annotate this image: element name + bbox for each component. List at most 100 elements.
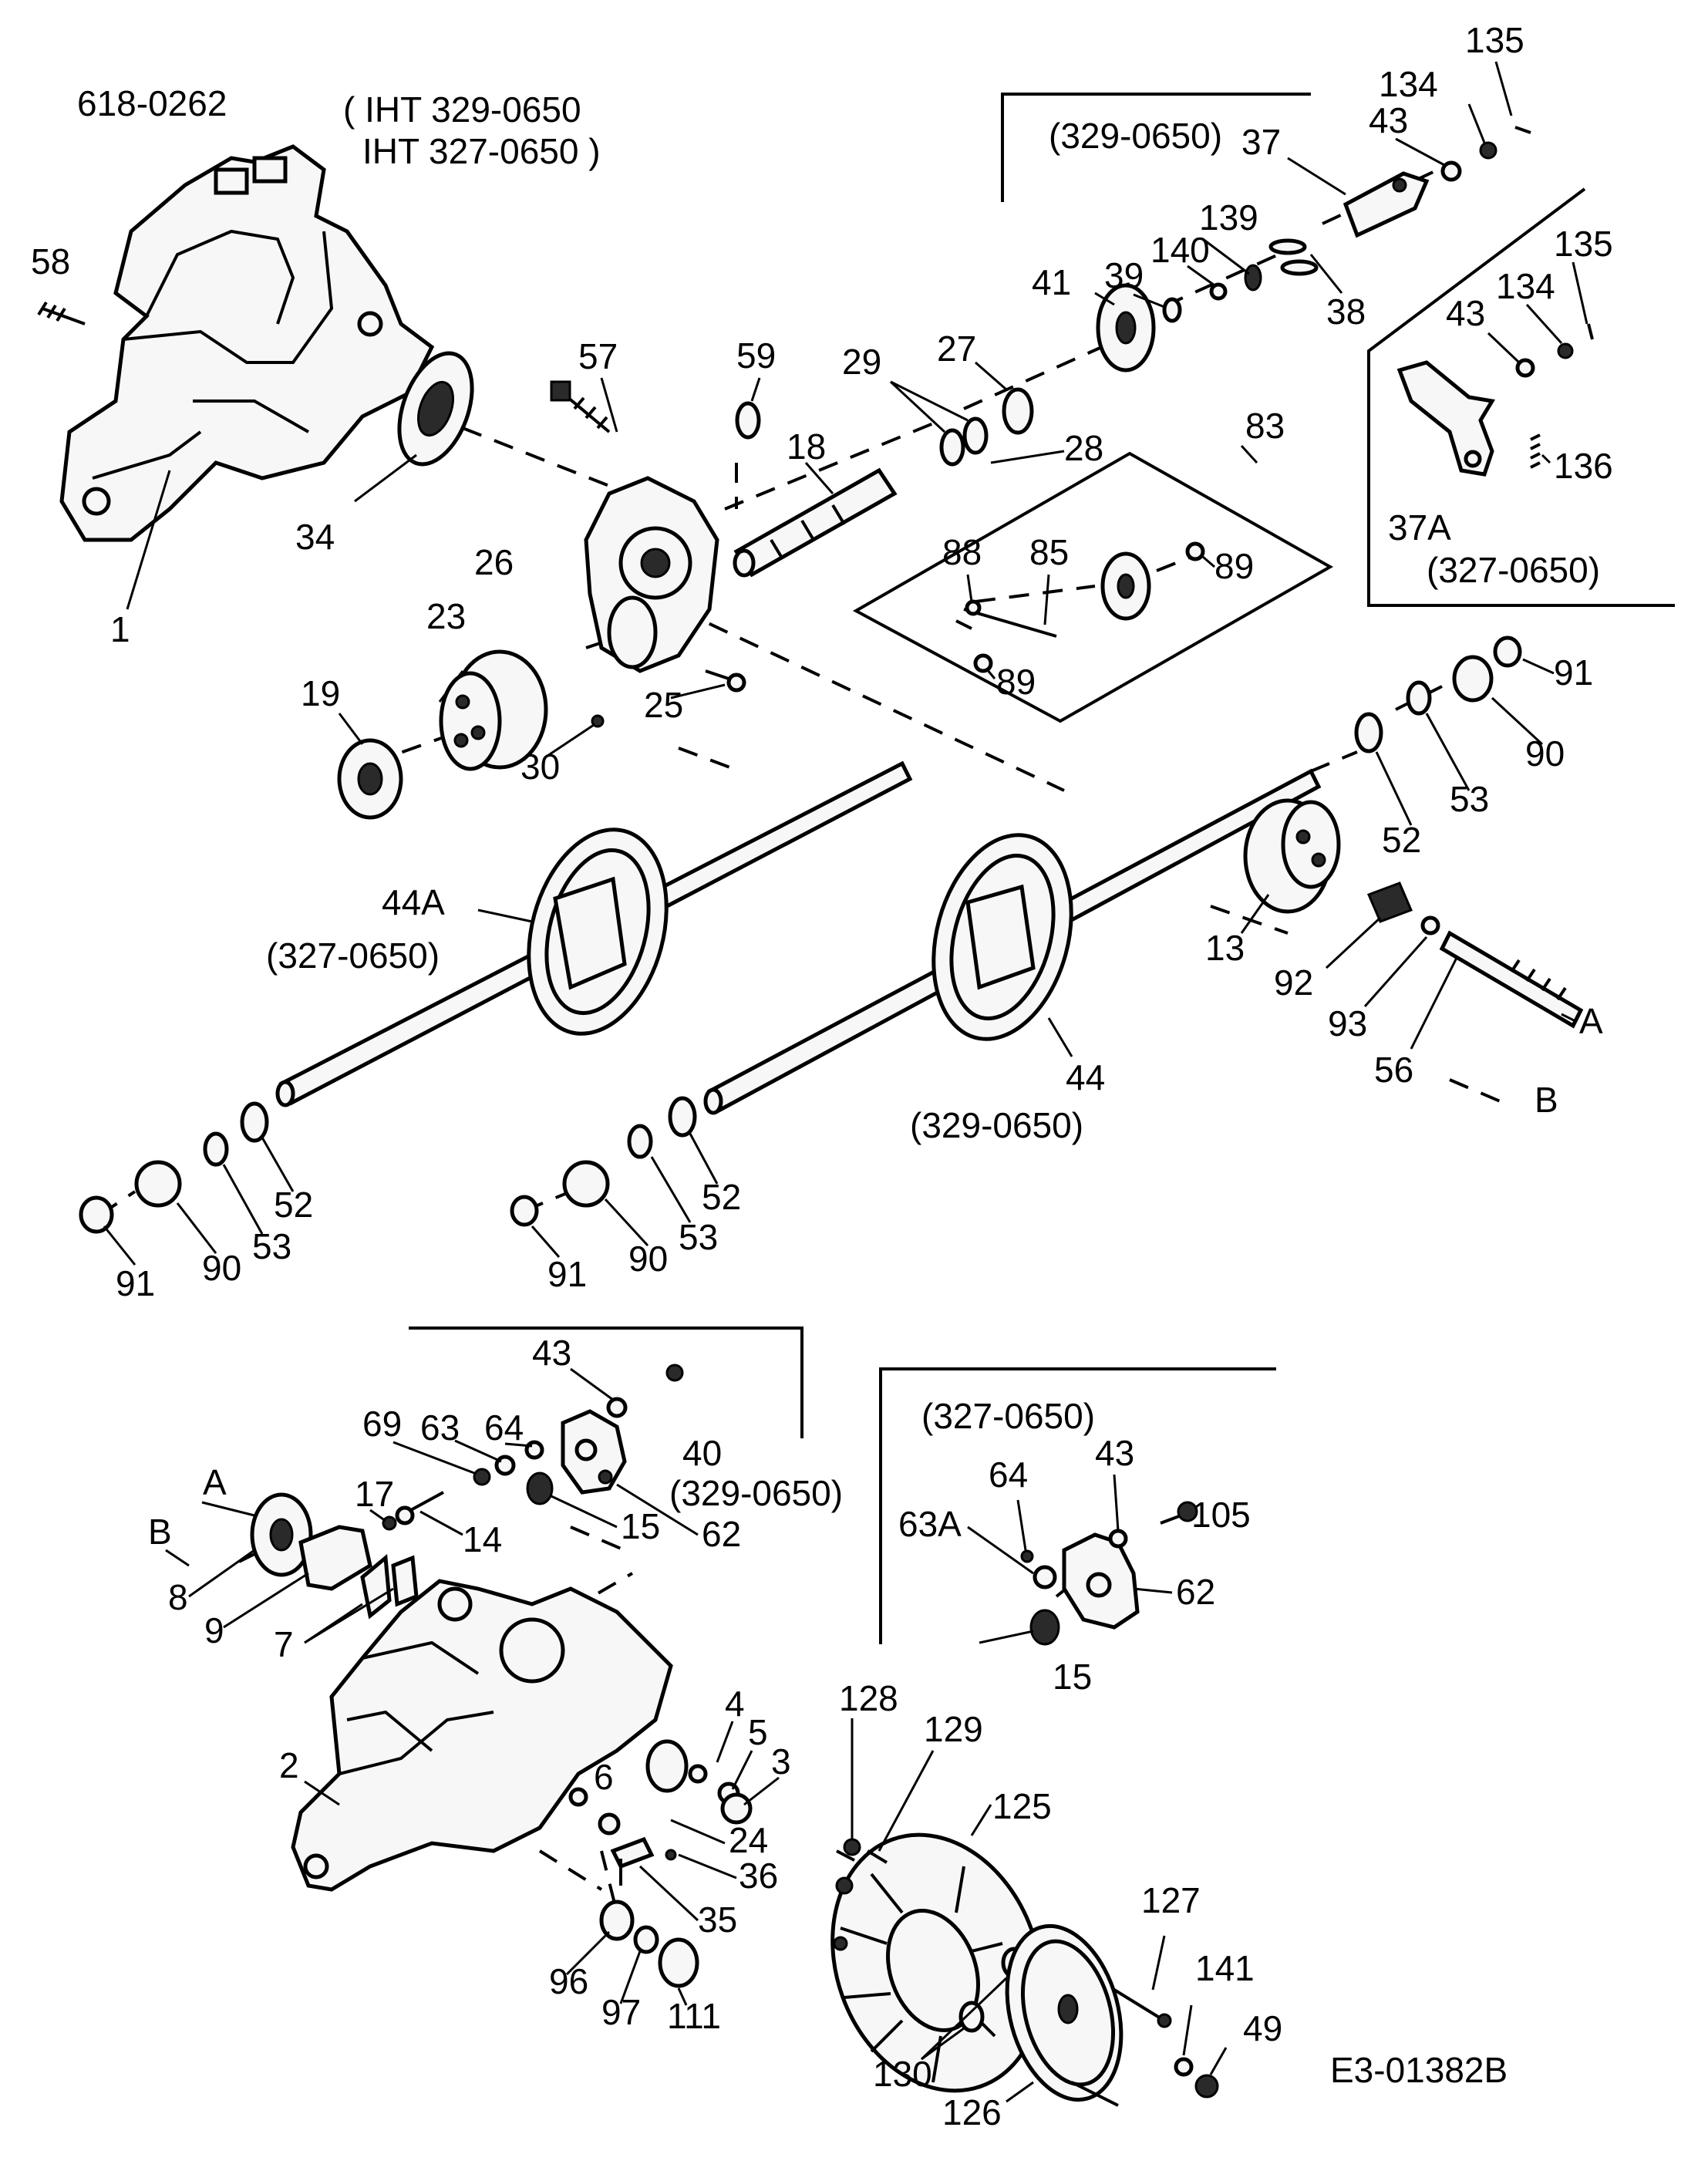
label-105: 105 xyxy=(1191,1495,1251,1535)
variant-box-lower: (329-0650) xyxy=(409,1327,843,1513)
model-number: 618-0262 xyxy=(77,83,227,123)
label-24: 24 xyxy=(729,1820,768,1860)
label-1: 1 xyxy=(110,609,130,649)
label-40: 40 xyxy=(682,1433,722,1473)
label-27: 27 xyxy=(937,329,976,369)
label-36: 36 xyxy=(739,1856,778,1896)
label-135-right: 135 xyxy=(1554,224,1613,264)
label-23: 23 xyxy=(426,596,466,636)
arm-35-36 xyxy=(610,1836,677,1886)
part-labels: 1 2 3 4 5 6 7 8 9 13 14 15 15 17 18 19 2… xyxy=(31,20,1613,2132)
figure-code: E3-01382B xyxy=(1330,2050,1508,2090)
pins-38 xyxy=(1268,238,1343,294)
label-134-top: 134 xyxy=(1379,64,1438,104)
label-89-b: 89 xyxy=(996,662,1036,702)
label-14: 14 xyxy=(463,1519,502,1559)
gear-41 xyxy=(1094,283,1156,373)
gear-4-6 xyxy=(568,1739,753,1836)
axle-44a-variant: (327-0650) xyxy=(266,935,440,976)
label-52-b: 52 xyxy=(702,1177,741,1217)
label-43-top: 43 xyxy=(1369,100,1408,140)
spring-136 xyxy=(1530,433,1541,469)
gear-8 xyxy=(250,1492,313,1577)
fan-125 xyxy=(830,1832,1043,2093)
label-126: 126 xyxy=(942,2092,1002,2132)
label-44a: 44A xyxy=(382,882,445,922)
label-19: 19 xyxy=(301,673,340,713)
lever-62-right xyxy=(1062,1532,1140,1630)
label-90-right: 90 xyxy=(1525,733,1565,774)
label-37a: 37A xyxy=(1388,507,1451,548)
shaft-56 xyxy=(1439,930,1584,1029)
label-91-right: 91 xyxy=(1554,652,1593,693)
label-64-right: 64 xyxy=(989,1455,1028,1495)
nut-69 xyxy=(473,1468,491,1486)
label-111: 111 xyxy=(667,1996,721,2036)
label-63: 63 xyxy=(420,1407,460,1448)
axle-44-variant: (329-0650) xyxy=(910,1105,1083,1145)
label-38: 38 xyxy=(1326,292,1366,332)
label-53-right: 53 xyxy=(1450,779,1489,819)
bearing-15-right xyxy=(979,1609,1060,1646)
label-15-right: 15 xyxy=(1053,1657,1092,1697)
nut-40 xyxy=(665,1364,684,1382)
label-29: 29 xyxy=(842,342,881,382)
washer-63a xyxy=(1033,1565,1057,1589)
label-134-right: 134 xyxy=(1496,266,1555,306)
forks-7 xyxy=(304,1554,419,1644)
axle-44 xyxy=(703,768,1322,1115)
label-135-top: 135 xyxy=(1465,20,1524,60)
label-4: 4 xyxy=(725,1684,745,1724)
label-26: 26 xyxy=(474,542,514,582)
label-35: 35 xyxy=(698,1900,737,1940)
label-127: 127 xyxy=(1141,1880,1201,1920)
ring-gear-34 xyxy=(354,351,474,503)
variant-box-lower-right: (327-0650) xyxy=(879,1367,1276,1644)
label-125: 125 xyxy=(992,1786,1052,1826)
axle-44a-end-hardware xyxy=(79,1101,269,1234)
label-128: 128 xyxy=(839,1678,898,1718)
label-90-b: 90 xyxy=(628,1239,668,1279)
label-140: 140 xyxy=(1150,230,1210,270)
axle-44a xyxy=(275,760,913,1107)
label-92: 92 xyxy=(1274,962,1313,1003)
variant-line-1: ( IHT 329-0650 xyxy=(343,89,581,130)
label-34: 34 xyxy=(295,517,335,557)
screw-135-right xyxy=(1587,323,1594,340)
right-axle-hardware xyxy=(1354,635,1522,753)
label-139: 139 xyxy=(1199,197,1258,238)
pin-59 xyxy=(735,401,761,440)
lever-62-lower xyxy=(561,1409,627,1495)
label-15-lower: 15 xyxy=(621,1506,660,1546)
label-52-right: 52 xyxy=(1382,820,1421,860)
label-leaders xyxy=(103,61,1588,2006)
label-63a: 63A xyxy=(898,1504,962,1544)
label-62-right: 62 xyxy=(1176,1572,1215,1612)
label-43-lower: 43 xyxy=(532,1333,571,1373)
washer-43-top xyxy=(1440,160,1462,182)
label-53-b: 53 xyxy=(679,1217,718,1257)
label-83: 83 xyxy=(1245,406,1285,446)
label-88: 88 xyxy=(942,532,982,572)
shift-rod-14 xyxy=(395,1491,444,1525)
label-6: 6 xyxy=(594,1757,614,1797)
label-7: 7 xyxy=(274,1624,294,1664)
label-91-b: 91 xyxy=(547,1254,587,1294)
ref-b-top: B xyxy=(1535,1080,1558,1120)
label-2: 2 xyxy=(279,1745,299,1785)
label-8: 8 xyxy=(168,1577,188,1617)
washer-64-right xyxy=(1020,1549,1034,1563)
variant-box-top-label: (329-0650) xyxy=(1049,116,1222,156)
screw-105 xyxy=(1160,1501,1198,1525)
spring-139 xyxy=(1244,264,1262,292)
kit-83-parts xyxy=(955,541,1205,673)
nut-134-right xyxy=(1557,342,1574,359)
label-5: 5 xyxy=(748,1712,768,1752)
label-93: 93 xyxy=(1328,1003,1367,1043)
variant-box-lower-right-label: (327-0650) xyxy=(921,1396,1095,1436)
label-18: 18 xyxy=(787,426,826,467)
washers-29 xyxy=(889,380,1065,467)
variant-line-2: IHT 327-0650 ) xyxy=(362,131,601,171)
label-53-a: 53 xyxy=(252,1226,291,1266)
